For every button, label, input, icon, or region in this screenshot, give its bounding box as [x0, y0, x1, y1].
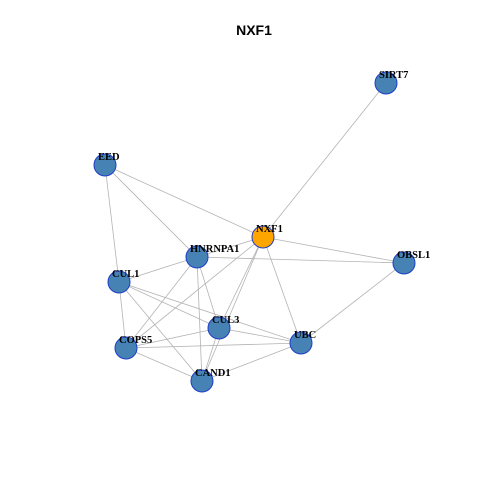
node-label-hnrnpa1: HNRNPA1 [190, 244, 239, 255]
edge-eed-hnrnpa1 [104, 164, 198, 258]
edge-hnrnpa1-cul1 [118, 256, 198, 283]
node-circle-sirt7 [374, 71, 398, 95]
node-label-sirt7: SIRT7 [379, 70, 408, 81]
edge-nxf1-cul3 [218, 236, 264, 329]
edge-obsl1-ubc [300, 262, 405, 344]
node-label-nxf1: NXF1 [256, 224, 283, 235]
node-cul1: CUL1 [107, 269, 139, 294]
edge-hnrnpa1-obsl1 [196, 256, 405, 264]
node-cops5: COPS5 [114, 335, 152, 360]
node-circle-obsl1 [392, 251, 416, 275]
edge-nxf1-cops5 [125, 236, 264, 349]
edge-cops5-cand1 [125, 347, 203, 382]
node-label-cul3: CUL3 [212, 315, 239, 326]
node-nxf1: NXF1 [251, 224, 283, 249]
edge-sirt7-nxf1 [262, 82, 387, 238]
node-sirt7: SIRT7 [374, 70, 408, 95]
node-circle-ubc [289, 331, 313, 355]
node-circle-cand1 [190, 369, 214, 393]
node-circle-cul3 [207, 316, 231, 340]
edge-eed-nxf1 [104, 164, 264, 238]
node-hnrnpa1: HNRNPA1 [185, 244, 239, 269]
edge-cul1-cand1 [118, 281, 203, 382]
graph-title: NXF1 [236, 22, 272, 38]
node-obsl1: OBSL1 [392, 250, 430, 275]
node-circle-cops5 [114, 336, 138, 360]
edge-cul1-ubc [118, 281, 302, 344]
edge-hnrnpa1-cops5 [125, 256, 198, 349]
edge-nxf1-ubc [262, 236, 302, 344]
node-eed: EED [93, 152, 120, 177]
node-circle-cul1 [107, 270, 131, 294]
node-circle-nxf1 [251, 225, 275, 249]
edge-hnrnpa1-cul3 [196, 256, 220, 329]
node-label-obsl1: OBSL1 [397, 250, 430, 261]
node-label-cand1: CAND1 [195, 368, 231, 379]
node-label-cops5: COPS5 [119, 335, 152, 346]
node-cul3: CUL3 [207, 315, 239, 340]
edge-cul3-ubc [218, 327, 302, 344]
edge-ubc-cand1 [201, 342, 302, 382]
edge-eed-cul1 [104, 164, 120, 283]
edge-cul3-cops5 [125, 327, 220, 349]
node-ubc: UBC [289, 330, 316, 355]
edge-cul1-cul3 [118, 281, 220, 329]
edge-ubc-cops5 [125, 342, 302, 349]
edge-nxf1-cand1 [201, 236, 264, 382]
node-cand1: CAND1 [190, 368, 231, 393]
node-label-eed: EED [98, 152, 120, 163]
node-circle-eed [93, 153, 117, 177]
edge-nxf1-obsl1 [262, 236, 405, 264]
node-label-ubc: UBC [294, 330, 316, 341]
node-circle-hnrnpa1 [185, 245, 209, 269]
node-label-cul1: CUL1 [112, 269, 139, 280]
